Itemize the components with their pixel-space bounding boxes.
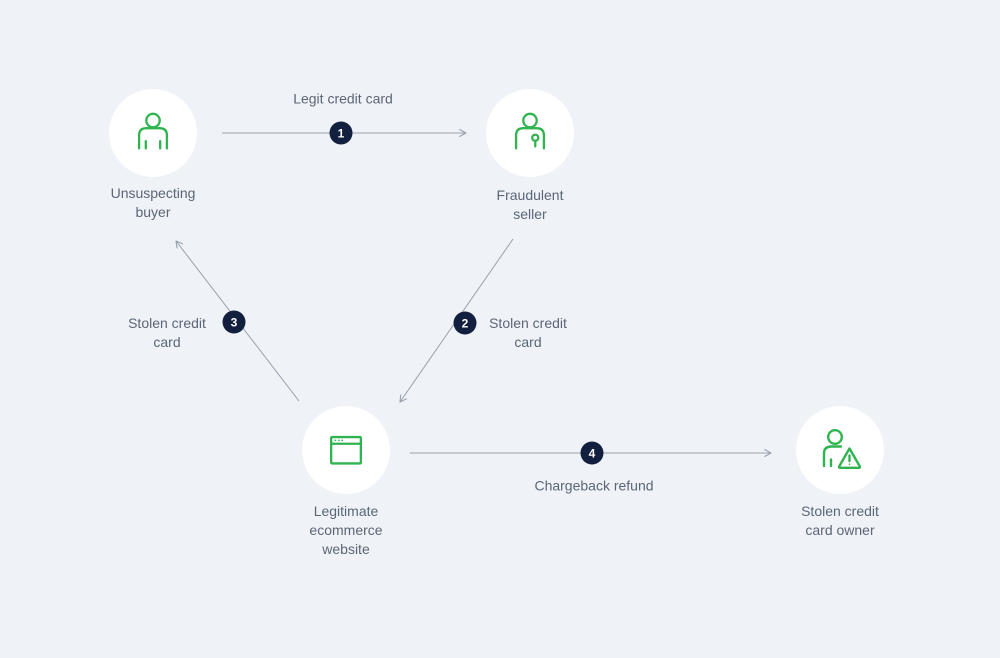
step-number: 3 <box>230 315 238 329</box>
edge-label-line: card <box>514 334 542 350</box>
person-icon <box>137 112 169 150</box>
edge-label-legit-credit-card: Legit credit card <box>293 90 393 109</box>
step-badge-1: 1 <box>329 121 353 145</box>
node-label-line: seller <box>513 206 547 222</box>
node-label-line: Legitimate <box>313 503 379 519</box>
node-label-legitimate-ecommerce-website: Legitimate ecommerce website <box>309 502 382 559</box>
edge-label-stolen-credit-card-2: Stolen credit card <box>489 314 567 352</box>
node-label-fraudulent-seller: Fraudulent seller <box>497 186 564 224</box>
edge-label-stolen-credit-card-3: Stolen credit card <box>128 314 206 352</box>
step-number: 1 <box>337 126 345 140</box>
node-label-line: buyer <box>135 204 171 220</box>
node-label-line: website <box>322 541 370 557</box>
node-stolen-credit-card-owner <box>796 406 884 494</box>
node-fraudulent-seller <box>486 89 574 177</box>
step-badge-3: 3 <box>222 310 246 334</box>
step-badge-4: 4 <box>580 441 604 465</box>
edge-label-line: Stolen credit <box>128 315 206 331</box>
person-warning-icon <box>822 428 862 469</box>
step-number: 2 <box>461 316 469 330</box>
node-label-line: Stolen credit <box>801 503 879 519</box>
node-legitimate-ecommerce-website <box>302 406 390 494</box>
node-unsuspecting-buyer <box>109 89 197 177</box>
node-label-line: Unsuspecting <box>110 185 196 201</box>
person-key-icon <box>514 112 546 150</box>
step-number: 4 <box>588 446 596 460</box>
edge-label-line: Legit credit card <box>293 90 393 107</box>
node-label-stolen-credit-card-owner: Stolen credit card owner <box>801 502 879 540</box>
edge-label-line: Stolen credit <box>489 315 567 331</box>
edge-label-chargeback-refund: Chargeback refund <box>534 477 653 496</box>
node-label-unsuspecting-buyer: Unsuspecting buyer <box>111 184 196 222</box>
node-label-line: Fraudulent <box>496 187 564 203</box>
step-badge-2: 2 <box>453 311 477 335</box>
node-label-line: card owner <box>805 522 875 538</box>
node-label-line: ecommerce <box>309 522 383 538</box>
edge-label-line: Chargeback refund <box>534 477 654 494</box>
browser-window-icon <box>329 435 363 465</box>
edge-label-line: card <box>153 334 181 350</box>
